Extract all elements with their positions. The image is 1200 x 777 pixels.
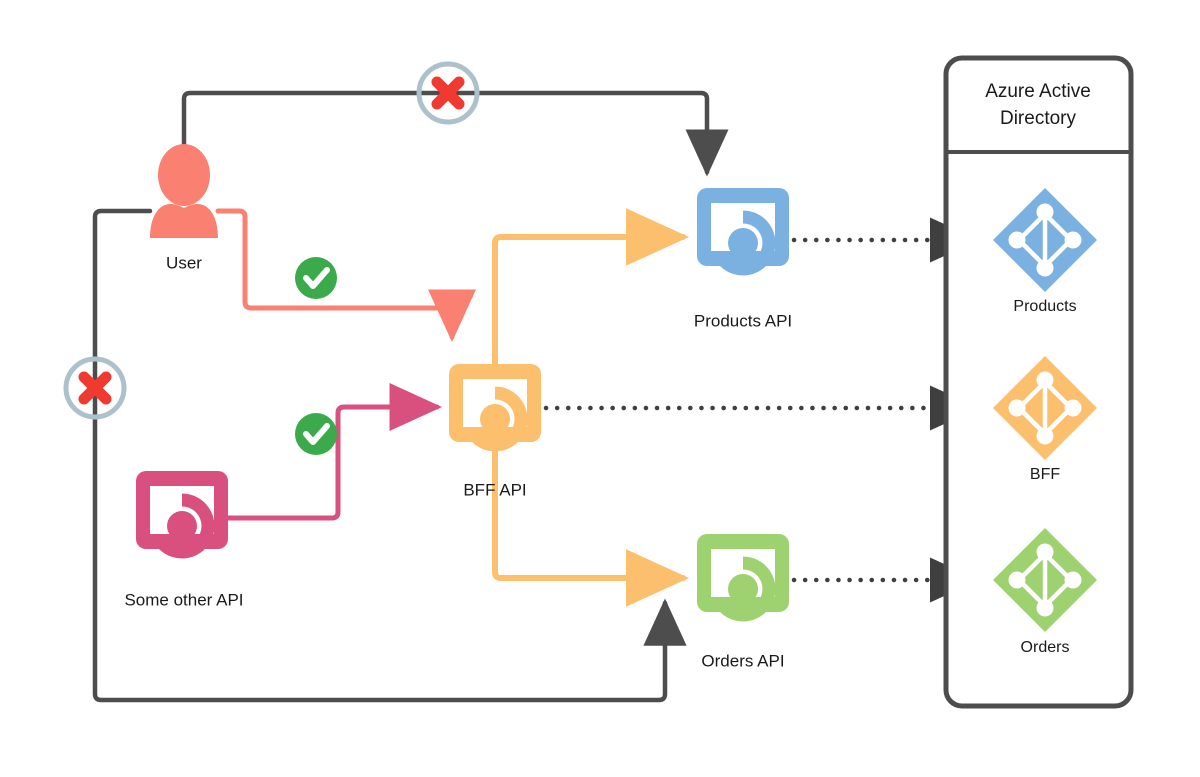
aad-registration-label: Orders [1021,639,1070,656]
node-label: Products API [694,311,792,330]
api-service-icon [697,534,789,622]
allowed-badge-user-to-bff [295,257,337,299]
edge-user-to-orders-blocked [92,208,687,703]
blocked-badge-user-to-products [416,61,480,125]
aad-registration-products[interactable]: Products [993,188,1097,315]
panel-title-line2: Directory [1000,108,1077,129]
node-some-other-api[interactable]: Some other API [124,471,244,609]
aad-registration-bff[interactable]: BFF [993,356,1097,483]
azure-ad-app-registration-icon [993,528,1097,632]
aad-registration-label: BFF [1030,466,1060,483]
node-label: BFF API [463,480,526,499]
node-bff-api[interactable]: BFF API [449,364,541,499]
azure-ad-app-registration-icon [993,356,1097,460]
edge-other-api-to-bff-allowed [225,383,442,521]
edge-user-to-bff-allowed [215,208,476,342]
api-service-icon [136,471,228,559]
aad-registration-label: Products [1013,298,1076,315]
api-service-icon [697,188,789,276]
blocked-badge-user-to-orders [63,356,127,420]
user-icon [150,144,218,238]
api-service-icon [449,364,541,452]
node-label: User [166,253,202,272]
edge-user-to-products-blocked [181,90,729,181]
edge-bff-to-orders [492,405,689,607]
node-products-api[interactable]: Products API [694,188,792,330]
node-user[interactable]: User [150,144,218,272]
node-orders-api[interactable]: Orders API [697,534,789,670]
aad-registration-orders[interactable]: Orders [993,528,1097,656]
panel-title-line1: Azure Active [985,81,1091,102]
azure-ad-app-registration-icon [993,188,1097,292]
node-label: Orders API [701,651,784,670]
allowed-badge-other-api-to-bff [295,413,337,455]
node-label: Some other API [124,590,243,609]
edge-bff-to-products [492,208,689,443]
